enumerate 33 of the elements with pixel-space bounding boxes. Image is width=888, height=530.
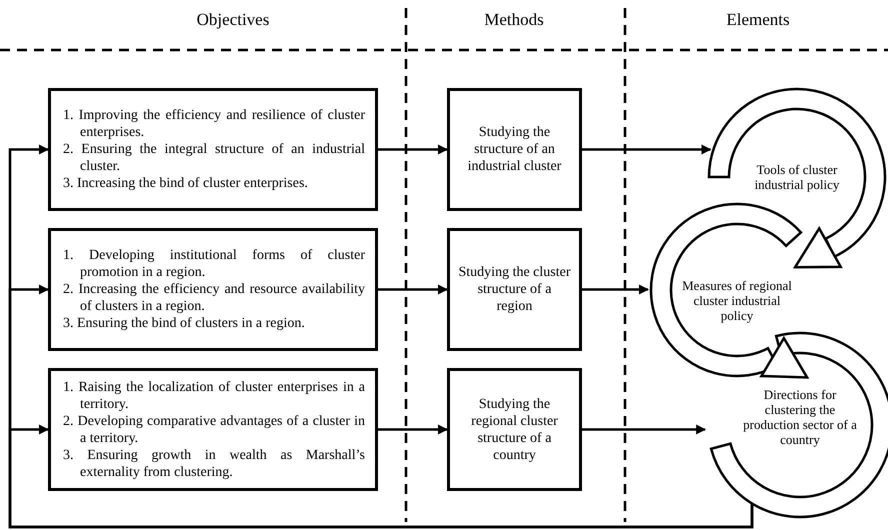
list-item: 2. Increasing the efficiency and resource availability of clusters in a region. <box>63 281 365 315</box>
block-arrow <box>794 227 842 268</box>
list-item: 3. Ensuring the bind of clusters in a region. <box>63 315 306 332</box>
box-text: Studying the structure of an industrial cluster <box>466 124 562 175</box>
arrow <box>582 424 706 434</box>
arrow <box>378 144 448 154</box>
arrow <box>582 284 649 294</box>
ring-text: Tools of cluster industrial policy <box>754 162 840 192</box>
list-item: 1. Raising the localization of cluster enterprises in a territory. <box>63 378 365 412</box>
list-item: 1. Developing institutional forms of cluster promotion in a region. <box>63 247 365 281</box>
list-item: 3. Increasing the bind of cluster enterprises. <box>63 175 309 192</box>
arrow <box>582 144 712 154</box>
method-box <box>447 368 582 491</box>
list-item: 2. Ensuring the integral structure of an industrial cluster. <box>63 141 365 175</box>
objectives-box <box>48 368 378 491</box>
list-item: 1. Improving the efficiency and resilience of cluster enterprises. <box>63 107 365 141</box>
ring-text: Directions for clustering the production sector of a country <box>742 387 858 447</box>
list-item: 3. Ensuring growth in wealth as Marshall’s externality from clustering. <box>63 446 365 480</box>
block-arrow <box>760 336 808 379</box>
list-item: 2. Developing comparative advantages of a cluster in a territory. <box>63 412 365 446</box>
arrow <box>8 424 754 528</box>
objectives-box <box>48 228 378 351</box>
method-box <box>447 228 582 351</box>
ring-text: Measures of regional cluster industrial policy <box>682 278 792 322</box>
arrow <box>378 284 448 294</box>
arrow <box>378 424 448 434</box>
objectives-box <box>48 88 378 211</box>
box-text: Studying the cluster structure of a region <box>458 264 571 315</box>
box-text: Studying the regional cluster structure of a country <box>470 396 559 464</box>
method-box <box>447 88 582 211</box>
column-heading: Objectives <box>196 10 270 30</box>
column-heading: Elements <box>726 10 790 30</box>
column-heading: Methods <box>484 10 544 30</box>
